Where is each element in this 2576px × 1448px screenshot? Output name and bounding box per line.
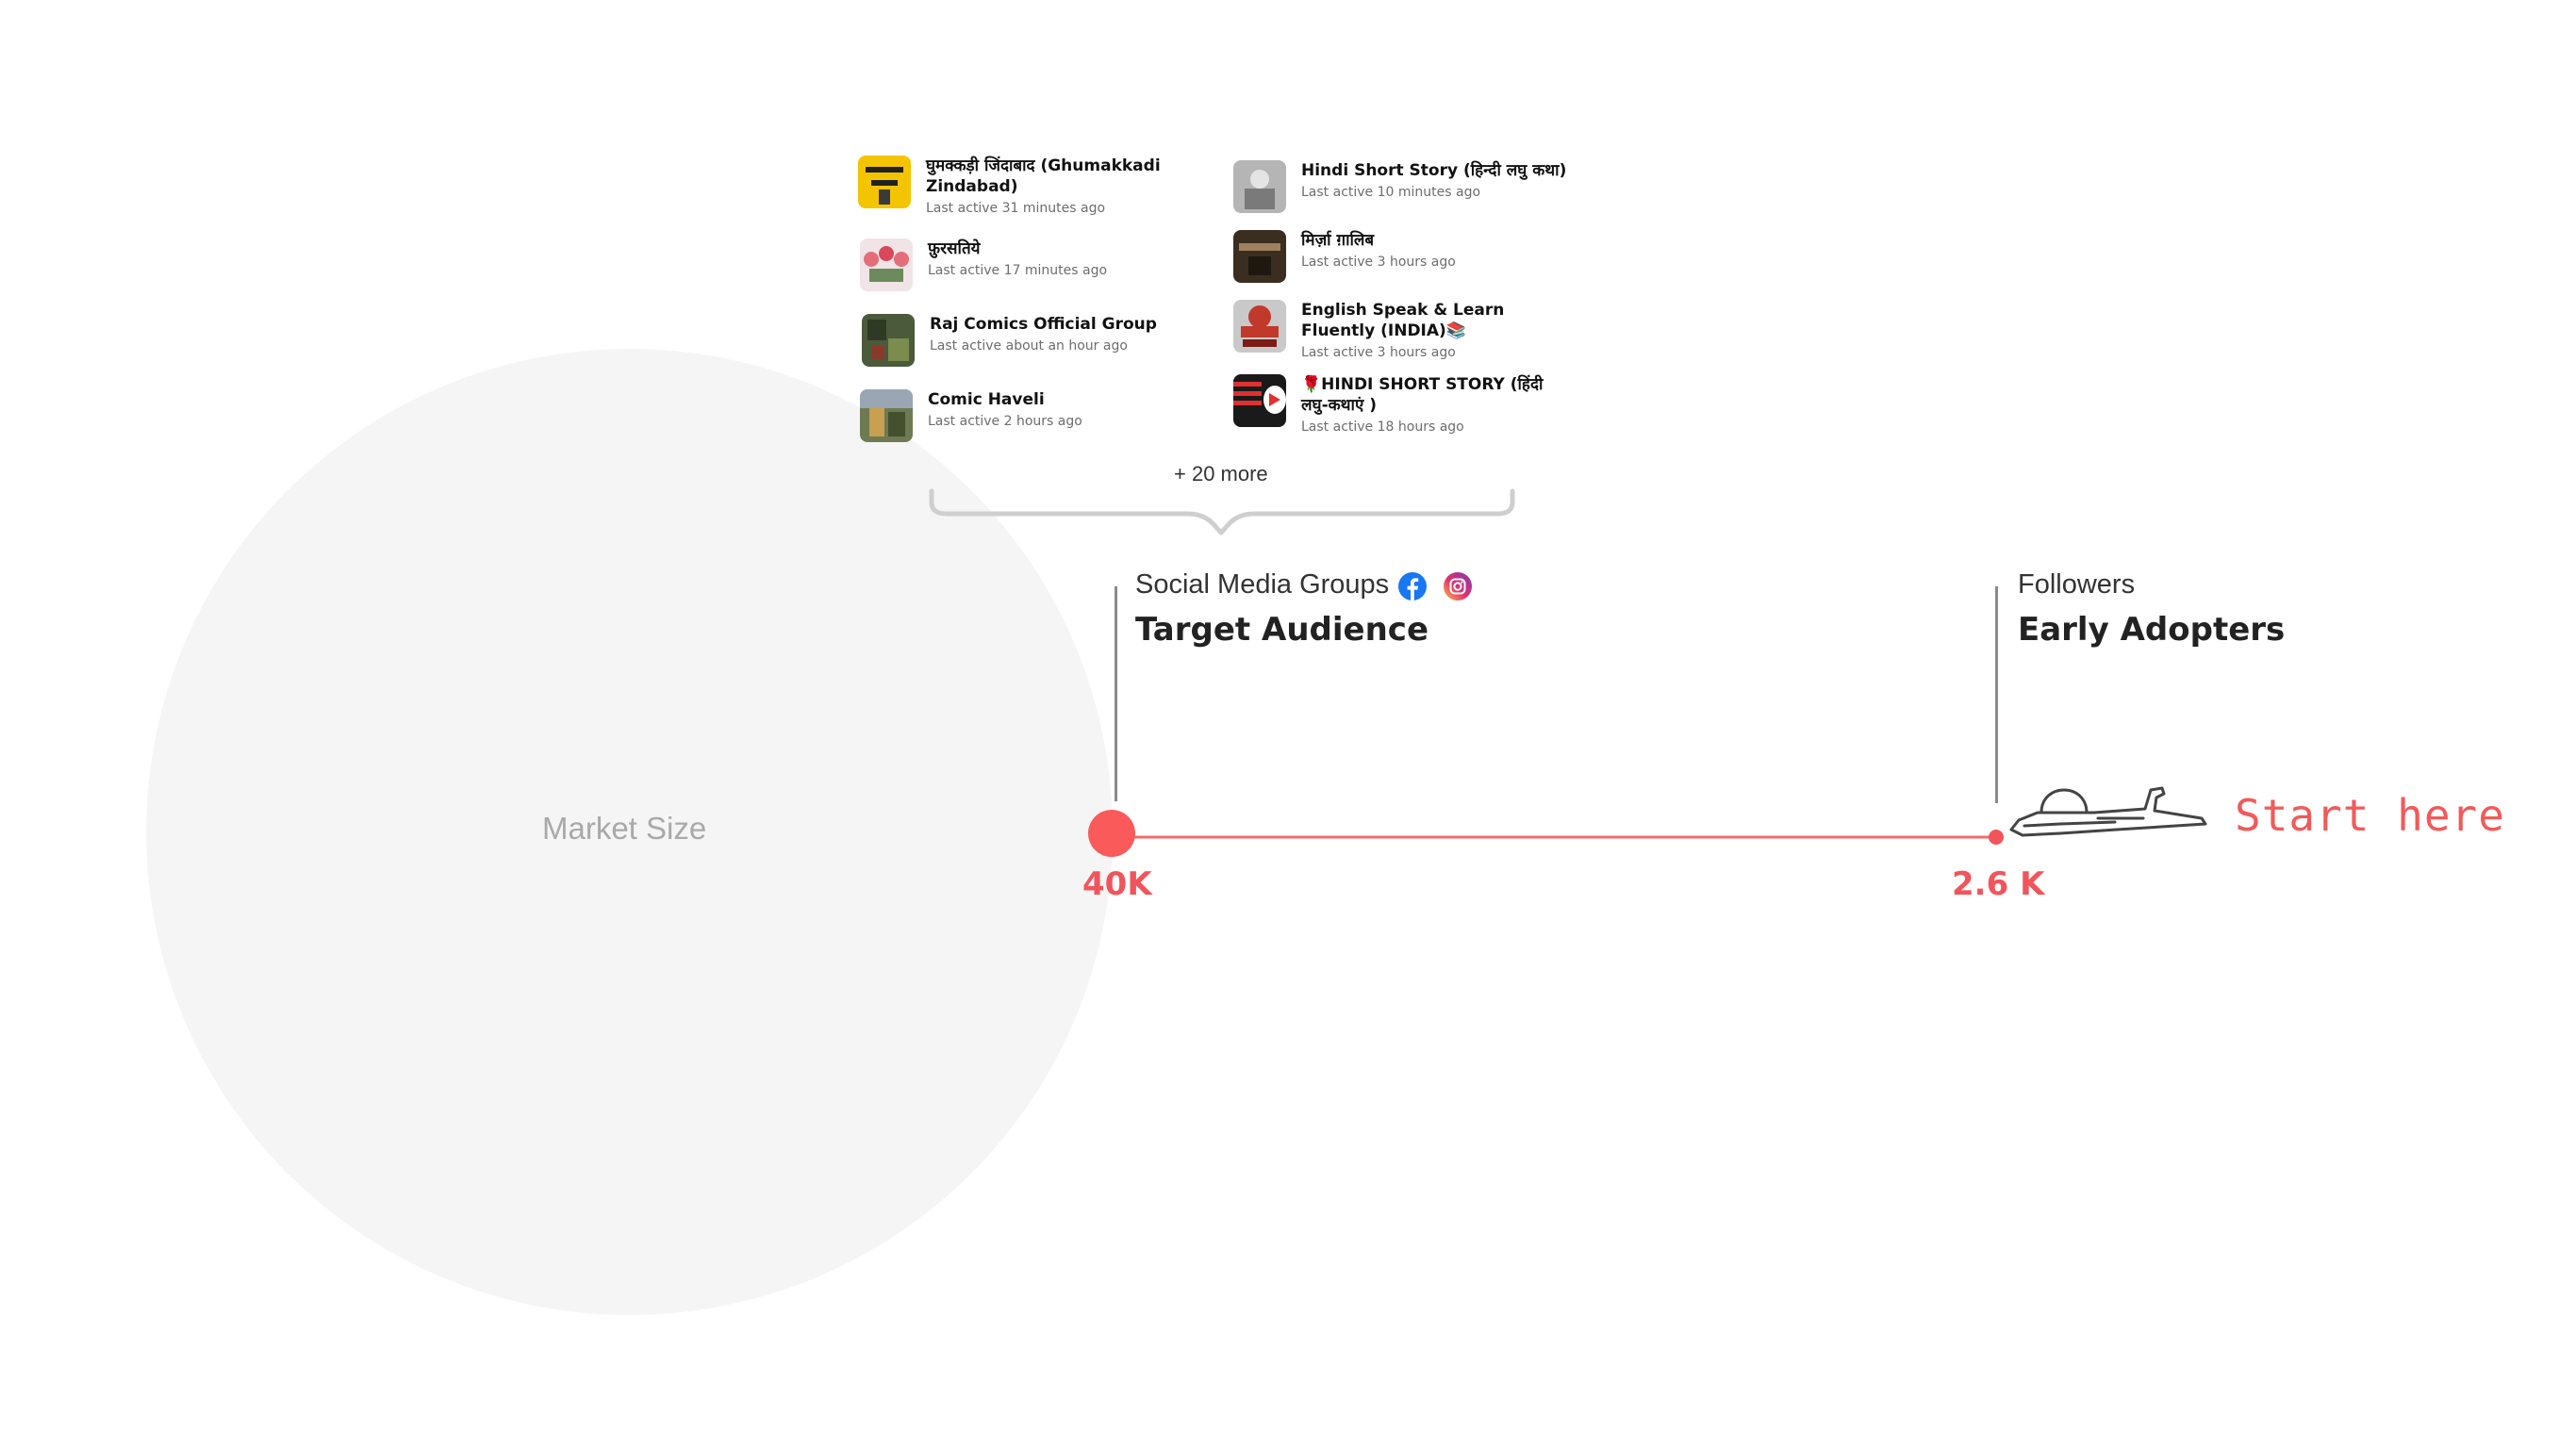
comic-haveli-group-thumbnail <box>860 389 913 442</box>
start-here-label: Start here <box>2235 790 2505 841</box>
raj-comics-group-thumbnail <box>862 314 915 367</box>
hindi-short-story-group-thumbnail <box>1233 160 1286 213</box>
target-subtitle: Social Media Groups <box>1135 569 1390 600</box>
group-item[interactable]: Raj Comics Official Group Last active ab… <box>862 314 1157 367</box>
early-point <box>1989 830 2004 845</box>
group-last-active: Last active 18 hours ago <box>1301 420 1464 435</box>
group-name: English Speak & Learn Fluently (INDIA)📚 <box>1301 301 1505 340</box>
instagram-icon[interactable] <box>1443 571 1473 601</box>
early-title: Early Adopters <box>2018 611 2286 649</box>
english-speak-group-thumbnail <box>1233 300 1286 353</box>
ghumakkadi-group-thumbnail <box>858 156 911 208</box>
group-name: Comic Haveli <box>928 390 1045 409</box>
group-name: मिर्ज़ा ग़ालिब <box>1301 231 1375 250</box>
group-name: फ़ुरसतिये <box>928 239 981 258</box>
group-last-active: Last active 31 minutes ago <box>926 201 1106 216</box>
group-item[interactable]: English Speak & Learn Fluently (INDIA)📚 … <box>1233 300 1575 362</box>
group-name: 🌹HINDI SHORT STORY (हिंदी लघु-कथाएं ) <box>1301 375 1544 415</box>
early-value: 2.6 K <box>1952 865 2045 903</box>
lying-person-icon <box>2009 786 2207 837</box>
group-item[interactable]: घुमक्कड़ी जिंदाबाद (Ghumakkadi Zindabad)… <box>858 156 1199 218</box>
group-last-active: Last active about an hour ago <box>930 338 1128 354</box>
mirza-ghalib-group-thumbnail <box>1233 230 1286 283</box>
group-last-active: Last active 2 hours ago <box>928 414 1082 429</box>
target-value: 40K <box>1082 865 1152 903</box>
hindi-short-story-caps-group-thumbnail <box>1233 374 1286 427</box>
group-last-active: Last active 10 minutes ago <box>1301 185 1481 200</box>
group-last-active: Last active 3 hours ago <box>1301 255 1456 270</box>
target-title: Target Audience <box>1135 611 1428 649</box>
market-size-label: Market Size <box>542 811 707 846</box>
group-item[interactable]: मिर्ज़ा ग़ालिब Last active 3 hours ago <box>1233 230 1456 283</box>
group-name: Raj Comics Official Group <box>930 315 1157 334</box>
fursatiye-group-thumbnail <box>860 239 913 291</box>
more-groups-link[interactable]: + 20 more <box>1174 462 1268 485</box>
funnel-timeline <box>1088 810 2004 857</box>
early-leader-line <box>1995 586 1998 803</box>
group-item[interactable]: Comic Haveli Last active 2 hours ago <box>860 389 1082 442</box>
brace-connector <box>929 488 1515 535</box>
target-leader-line <box>1115 586 1117 801</box>
target-point <box>1088 810 1135 857</box>
facebook-icon[interactable] <box>1397 571 1428 601</box>
group-item[interactable]: फ़ुरसतिये Last active 17 minutes ago <box>860 239 1107 291</box>
group-name: Hindi Short Story (हिन्दी लघु कथा) <box>1301 161 1567 180</box>
early-subtitle: Followers <box>2018 569 2136 600</box>
group-item[interactable]: 🌹HINDI SHORT STORY (हिंदी लघु-कथाएं ) La… <box>1233 374 1575 436</box>
group-last-active: Last active 17 minutes ago <box>928 263 1108 278</box>
market-size-circle <box>146 349 1113 1315</box>
group-item[interactable]: Hindi Short Story (हिन्दी लघु कथा) Last … <box>1233 160 1566 213</box>
group-last-active: Last active 3 hours ago <box>1301 345 1456 360</box>
group-name: घुमक्कड़ी जिंदाबाद (Ghumakkadi Zindabad) <box>926 156 1161 196</box>
